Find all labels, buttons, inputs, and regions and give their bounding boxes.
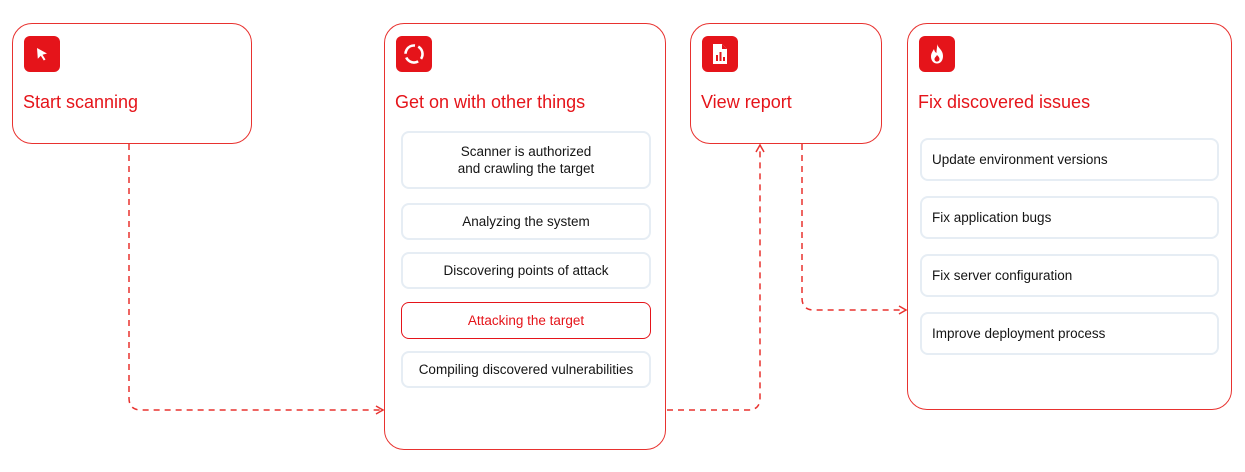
step-discovering: Discovering points of attack (401, 252, 651, 289)
step-compiling: Compiling discovered vulnerabilities (401, 351, 651, 388)
report-icon (702, 36, 738, 72)
cursor-icon (24, 36, 60, 72)
process-card: Get on with other things Scanner is auth… (384, 23, 666, 450)
issue-update-environment: Update environment versions (920, 138, 1219, 181)
issue-fix-server-config: Fix server configuration (920, 254, 1219, 297)
fix-issues-title: Fix discovered issues (918, 92, 1091, 112)
connector-report-to-fix (801, 144, 908, 315)
start-scanning-title: Start scanning (23, 92, 139, 112)
process-title: Get on with other things (395, 92, 586, 112)
issue-fix-bugs: Fix application bugs (920, 196, 1219, 239)
view-report-title: View report (701, 92, 792, 112)
view-report-card: View report (690, 23, 882, 144)
issue-improve-deployment: Improve deployment process (920, 312, 1219, 355)
connector-start-to-process (128, 144, 385, 415)
step-attacking: Attacking the target (401, 302, 651, 339)
fix-issues-card: Fix discovered issues Update environment… (907, 23, 1232, 410)
cycle-icon (396, 36, 432, 72)
step-crawling: Scanner is authorized and crawling the t… (401, 131, 651, 189)
start-scanning-card: Start scanning (12, 23, 252, 144)
fire-icon (919, 36, 955, 72)
connector-process-to-report (667, 143, 765, 411)
step-analyzing: Analyzing the system (401, 203, 651, 240)
